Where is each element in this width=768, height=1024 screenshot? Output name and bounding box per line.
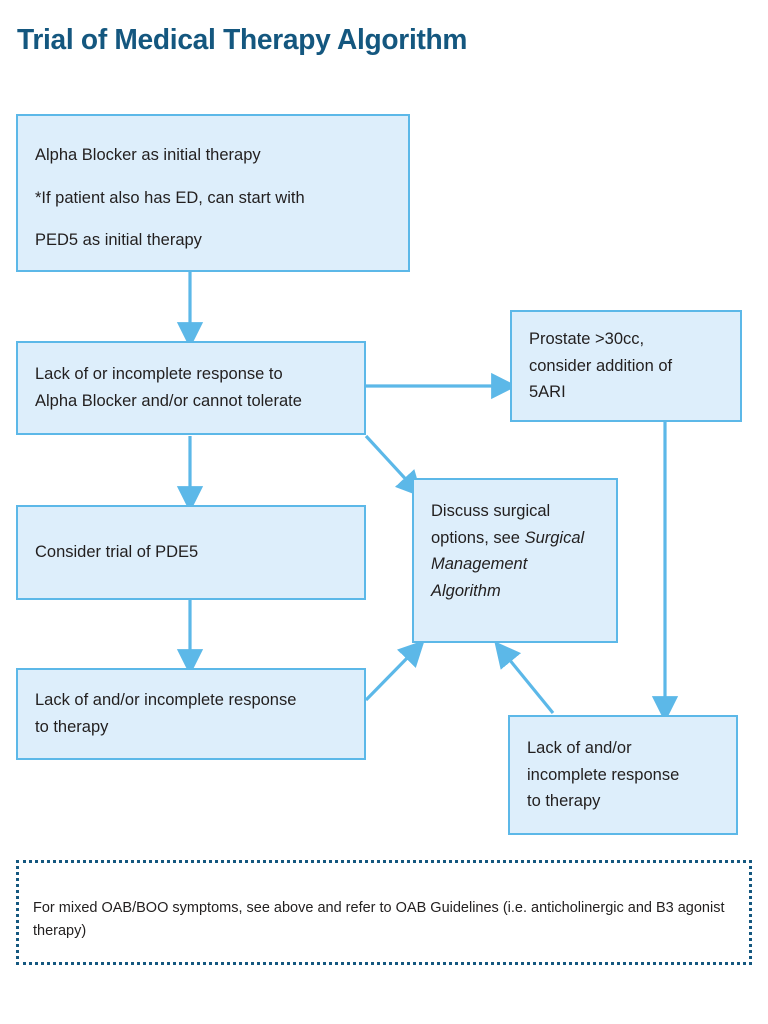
node-prostate-line3: 5ARI xyxy=(529,383,566,402)
node-lack-alpha-line1: Lack of or incomplete response to xyxy=(35,365,283,384)
node-consider-pde5-text: Consider trial of PDE5 xyxy=(18,539,364,566)
node-lack-alpha-line2: Alpha Blocker and/or cannot tolerate xyxy=(35,392,302,410)
node-consider-trial-pde5[interactable]: Consider trial of PDE5 xyxy=(16,505,366,600)
footnote-box: For mixed OAB/BOO symptoms, see above an… xyxy=(16,860,752,965)
node-discuss-surgical-line1: Discuss surgical xyxy=(431,502,551,520)
node-lack-therapy-left-line1: Lack of and/or incomplete response xyxy=(35,691,297,710)
edge-lacktherapy-right-to-surgical xyxy=(494,641,555,715)
node-alpha-blocker-line1: Alpha Blocker as initial therapy xyxy=(35,146,261,164)
node-alpha-blocker-text: Alpha Blocker as initial therapy *If pat… xyxy=(18,116,408,254)
node-lack-therapy-right-line3: to therapy xyxy=(527,792,601,811)
node-discuss-surgical-options[interactable]: Discuss surgical options, see Surgical M… xyxy=(412,478,618,643)
node-prostate-line1: Prostate >30cc, xyxy=(529,329,645,348)
node-lack-response-therapy-left[interactable]: Lack of and/or incomplete response to th… xyxy=(16,668,366,760)
node-lack-alpha-text: Lack of or incomplete response to Alpha … xyxy=(18,361,364,414)
node-lack-therapy-right-text: Lack of and/or incomplete response to th… xyxy=(510,735,736,815)
edge-lack-to-surgical xyxy=(364,434,423,498)
node-prostate-line2: consider addition of xyxy=(529,356,673,375)
node-discuss-surgical-text: Discuss surgical options, see Surgical M… xyxy=(414,480,616,605)
node-alpha-blocker-line3: PED5 as initial therapy xyxy=(35,231,202,250)
node-discuss-surgical-line2-italic: Surgical xyxy=(524,528,585,547)
node-prostate-30cc-5ari[interactable]: Prostate >30cc, consider addition of 5AR… xyxy=(510,310,742,422)
node-prostate-text: Prostate >30cc, consider addition of 5AR… xyxy=(512,326,740,406)
edge-lacktherapy-left-to-surgical xyxy=(364,640,425,702)
node-consider-pde5-line1: Consider trial of PDE5 xyxy=(35,543,199,562)
node-discuss-surgical-line4: Algorithm xyxy=(431,582,501,601)
node-alpha-blocker-line2: *If patient also has ED, can start with xyxy=(35,188,305,207)
node-discuss-surgical-line3: Management xyxy=(431,555,528,574)
node-discuss-surgical-line2: options, see Surgical xyxy=(431,525,599,552)
node-lack-therapy-right-line2: incomplete response xyxy=(527,765,680,784)
node-lack-response-therapy-right[interactable]: Lack of and/or incomplete response to th… xyxy=(508,715,738,835)
node-alpha-blocker[interactable]: Alpha Blocker as initial therapy *If pat… xyxy=(16,114,410,272)
node-discuss-surgical-line2-plain: options, see xyxy=(431,528,525,547)
node-lack-therapy-left-line2: to therapy xyxy=(35,718,109,736)
node-lack-therapy-right-line1: Lack of and/or xyxy=(527,738,632,757)
page-title: Trial of Medical Therapy Algorithm xyxy=(17,24,468,56)
footnote-text: For mixed OAB/BOO symptoms, see above an… xyxy=(33,900,725,940)
node-lack-therapy-left-text: Lack of and/or incomplete response to th… xyxy=(18,687,364,740)
node-lack-of-response-alpha-blocker[interactable]: Lack of or incomplete response to Alpha … xyxy=(16,341,366,435)
